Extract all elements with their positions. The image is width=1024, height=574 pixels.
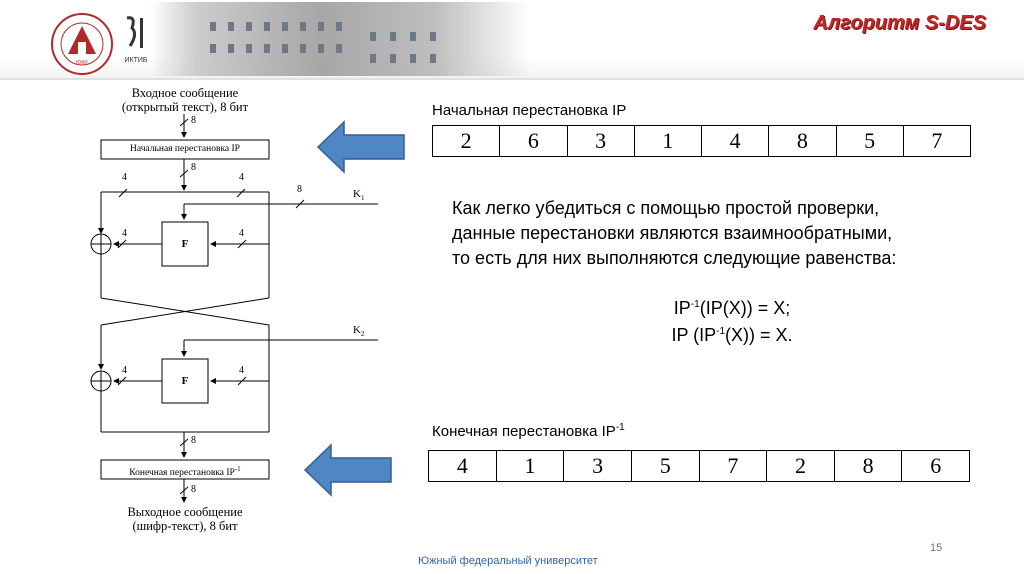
bits-label: 8 (191, 115, 196, 126)
bus-tick (179, 169, 189, 178)
bits-label: 8 (191, 435, 196, 446)
bits-label: 4 (239, 172, 244, 183)
bits-label: 8 (191, 162, 196, 173)
bits-label: 8 (191, 484, 196, 495)
f-label: F (181, 238, 189, 250)
university-building-photo (150, 2, 530, 76)
sdes-flow-diagram (90, 114, 378, 503)
ip-box-label: Начальная перестановка IP (130, 144, 240, 154)
bus-tick (237, 239, 247, 249)
iktib-logo: ИКТИБ (124, 16, 148, 64)
table-cell: 1 (495, 450, 565, 482)
equation-1: IP-1(IP(X)) = X; (673, 298, 791, 318)
ip-table-caption: Начальная перестановка IP (432, 102, 627, 119)
table-cell: 6 (499, 125, 568, 157)
table-row: 4 1 3 5 7 2 8 6 (428, 450, 970, 482)
table-cell: 6 (901, 450, 970, 482)
table-cell: 2 (766, 450, 835, 482)
bits-label: 4 (239, 228, 244, 239)
k1-label: K1 (353, 188, 365, 203)
ip-permutation-table: 2 6 3 1 4 8 5 7 (431, 125, 972, 157)
k2-label: K2 (353, 324, 365, 339)
table-cell: 7 (698, 450, 768, 482)
bus-tick (179, 486, 189, 495)
output-caption-line1: Выходное сообщение (127, 505, 243, 519)
table-cell: 3 (566, 125, 635, 157)
bits-label: 8 (297, 184, 302, 195)
final-box-label: Конечная перестановка IP-1 (129, 465, 241, 479)
output-caption-line2: (шифр-текст), 8 бит (132, 519, 238, 533)
bits-label: 4 (122, 172, 127, 183)
bits-label: 4 (122, 365, 127, 376)
table-cell: 5 (835, 125, 904, 157)
table-cell: 5 (630, 450, 700, 482)
explanation-line: то есть для них выполняются следующие ра… (452, 248, 897, 268)
bus-tick (179, 438, 189, 447)
explanation-line: Как легко убедиться с помощью простой пр… (452, 198, 880, 218)
table-cell: 1 (633, 125, 703, 157)
university-seal-logo: ЮФУ (51, 13, 113, 75)
ip-box (100, 139, 270, 160)
bits-label: 4 (239, 365, 244, 376)
explanation-line: данные перестановки являются взаимнообра… (452, 223, 893, 243)
page-number: 15 (930, 542, 943, 554)
bus-tick (117, 376, 127, 386)
output-caption: Выходное сообщение (шифр-текст), 8 бит (95, 505, 275, 533)
pointer-arrow-final (303, 443, 392, 497)
f-label: F (181, 375, 189, 387)
pointer-arrow-ip (316, 120, 405, 174)
final-permutation-box (100, 459, 270, 480)
header-divider (0, 78, 1024, 80)
footer-university: Южный федеральный университет (418, 555, 598, 567)
table-cell: 4 (428, 450, 497, 482)
table-cell: 4 (700, 125, 770, 157)
table-row: 2 6 3 1 4 8 5 7 (431, 125, 972, 157)
bits-label: 4 (122, 228, 127, 239)
table-cell: 3 (563, 450, 632, 482)
table-cell: 8 (833, 450, 903, 482)
logo-label: ИКТИБ (124, 57, 147, 64)
table-cell: 8 (768, 125, 837, 157)
bus-tick (295, 199, 305, 209)
table-cell: 2 (431, 125, 501, 157)
fp-table-caption: Конечная перестановка IP-1 (432, 422, 625, 440)
fp-permutation-table: 4 1 3 5 7 2 8 6 (428, 450, 970, 482)
table-cell: 7 (902, 125, 972, 157)
bus-tick (179, 118, 189, 127)
explanation-text: Как легко убедиться с помощью простой пр… (452, 196, 992, 271)
swap-line-right-to-left (100, 297, 270, 326)
input-caption-line1: Входное сообщение (131, 86, 239, 100)
equation-2: IP (IP-1(X)) = X. (671, 325, 793, 345)
svg-text:ЮФУ: ЮФУ (76, 60, 89, 66)
bus-tick (236, 188, 246, 198)
bus-tick (237, 376, 247, 386)
input-caption-line2: (открытый текст), 8 бит (121, 100, 249, 114)
slide-title: Алгоритм S-DES (813, 12, 986, 34)
bus-tick (117, 239, 127, 249)
input-caption: Входное сообщение (открытый текст), 8 би… (95, 86, 275, 114)
bus-tick (118, 188, 128, 198)
